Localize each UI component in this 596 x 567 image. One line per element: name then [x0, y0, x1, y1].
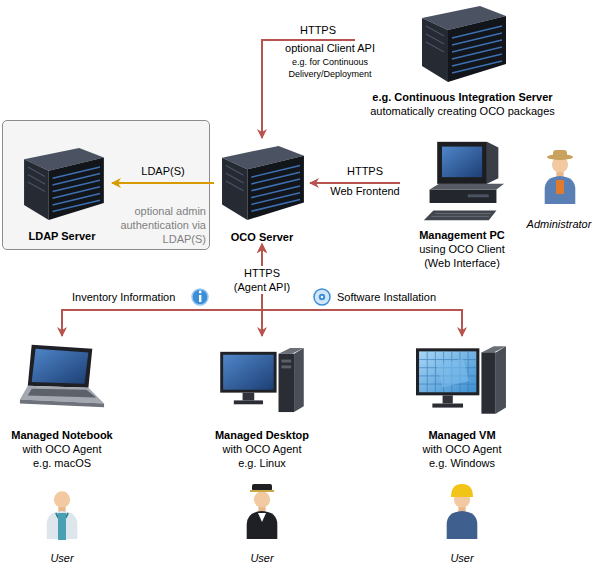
node-title: optional admin authentication via LDAP(S…: [118, 204, 206, 246]
node-title: Managed Desktop: [215, 428, 309, 442]
node-text: automatically creating OCO packages: [370, 104, 555, 118]
oco-server-node: OCO Server: [214, 138, 310, 244]
ci-server-node: e.g. Continuous Integration Serverautoma…: [355, 4, 570, 118]
managed-vm-node: Managed VMwith OCO Agent e.g. Windows: [402, 336, 522, 470]
node-title: Managed VM: [428, 428, 495, 442]
node-title: Managed Notebook: [11, 428, 112, 442]
flow-note: Inventory Information: [72, 290, 194, 304]
node-text: with OCO Agent e.g. Windows: [416, 442, 508, 470]
pilot-collar: [258, 513, 266, 522]
oco-server-icon: [222, 146, 304, 220]
doctor-figure: [47, 491, 78, 539]
role-caption: Administrator: [521, 217, 596, 231]
role-caption: User: [232, 551, 292, 565]
ldap-server-icon: [24, 148, 104, 220]
edge-label: LDAP(S): [133, 164, 193, 178]
vm-icon: [416, 346, 506, 413]
managed-desktop-node: Managed Desktopwith OCO Agent e.g. Linux: [202, 336, 322, 470]
connector-arrow: [310, 182, 400, 184]
node-title: LDAP Server: [28, 229, 95, 243]
shirt-accent: [556, 180, 564, 194]
scrubs-accent: [58, 513, 66, 540]
pilot-cap-band: [250, 490, 274, 492]
api-note: optional Client API: [265, 41, 395, 55]
disc-icon: [314, 289, 330, 305]
info-icon-stem: [199, 295, 201, 302]
node-title: Management PC: [419, 228, 505, 242]
node-title: e.g. Continuous Integration Server: [372, 90, 552, 104]
pilot-figure: [247, 491, 278, 539]
disc-icon-hole: [321, 296, 323, 298]
managed-notebook-node: Managed Notebookwith OCO Agent e.g. macO…: [2, 336, 122, 470]
info-icon: [192, 289, 208, 305]
disc-icon-center: [319, 294, 325, 300]
pilot-cap: [252, 484, 272, 491]
role-caption: User: [32, 551, 92, 565]
notebook-icon: [20, 345, 104, 408]
hard-hat: [451, 484, 473, 497]
edge-label: HTTPS: [288, 23, 348, 37]
management-pc-icon: [424, 142, 504, 220]
flow-note: Software Installation: [337, 290, 459, 304]
management-pc-node: Management PCusing OCO Client (Web Inter…: [400, 138, 524, 270]
farmer-hat-crown: [553, 150, 567, 157]
connector-arrow: [112, 182, 214, 184]
info-icon-dot: [199, 291, 202, 294]
connector-arrow: [262, 40, 355, 138]
ci-server-icon: [422, 6, 506, 82]
farmer-hat-brim: [547, 154, 573, 160]
role-caption: User: [432, 551, 492, 565]
ldap-group-box: optional admin authentication via LDAP(S…: [2, 120, 210, 250]
desktop-icon: [220, 348, 304, 412]
node-title: OCO Server: [231, 230, 293, 244]
ldap-server-node: LDAP Server: [12, 145, 112, 243]
node-text: with OCO Agent e.g. Linux: [216, 442, 308, 470]
node-text: with OCO Agent e.g. macOS: [16, 442, 108, 470]
edge-label: HTTPS: [335, 164, 395, 178]
api-note-detail: e.g. for Continuous Delivery/Deployment: [282, 56, 378, 80]
administrator-figure: [545, 156, 576, 204]
connection-note: Web Frontend: [320, 184, 410, 198]
node-text: using OCO Client (Web Interface): [414, 242, 510, 270]
worker-figure: [447, 491, 478, 539]
stethoscope: [56, 513, 68, 521]
edge-label: HTTPS (Agent API): [230, 266, 294, 294]
